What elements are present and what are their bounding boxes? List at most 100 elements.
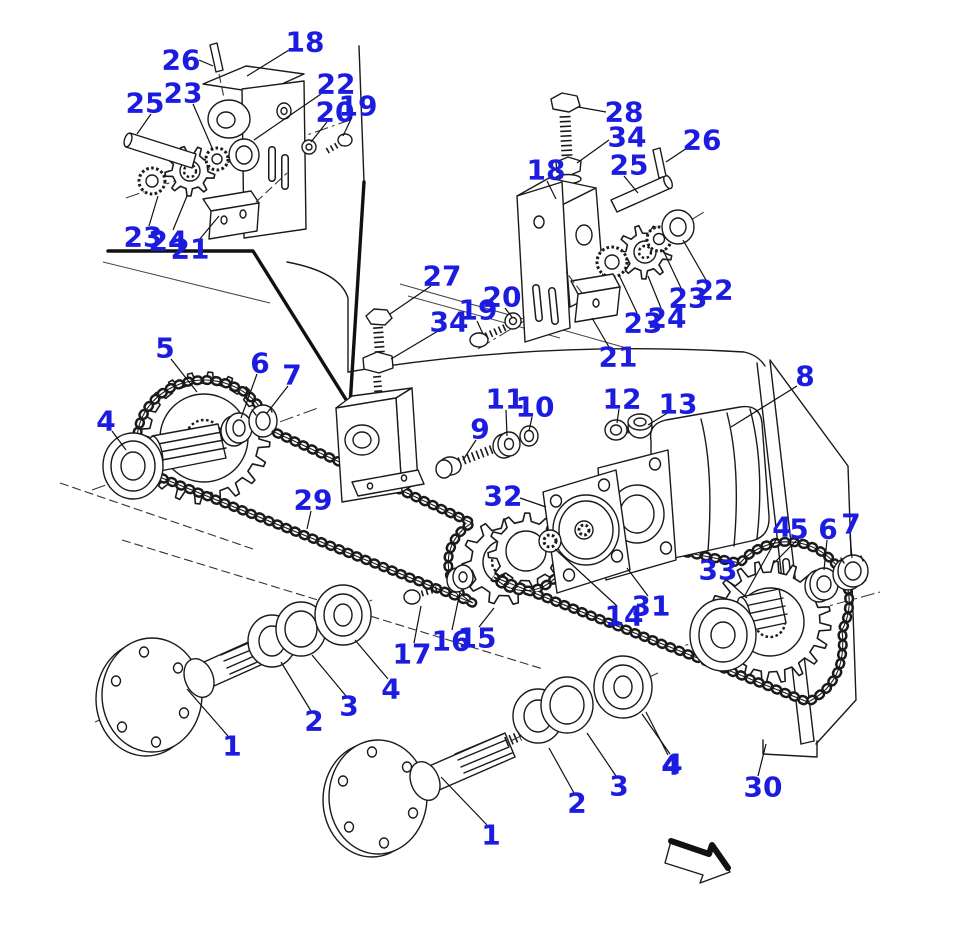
svg-text:26: 26: [162, 44, 201, 77]
plate-21: [565, 271, 621, 323]
part-label-4: 4: [641, 713, 683, 781]
svg-text:7: 7: [282, 359, 301, 392]
svg-text:24: 24: [149, 225, 188, 258]
svg-text:32: 32: [484, 480, 523, 513]
svg-text:28: 28: [605, 96, 644, 129]
pin-26: [652, 147, 667, 179]
axle-shaft-bottom-left: [95, 584, 372, 757]
axle-shaft-bottom-center: [322, 655, 653, 858]
part-label-4: 4: [354, 639, 401, 706]
svg-text:15: 15: [458, 622, 497, 655]
part-label-18: 18: [527, 154, 565, 200]
svg-text:22: 22: [317, 68, 356, 101]
pin-25: [125, 132, 197, 169]
part-label-23: 23: [618, 274, 663, 340]
svg-text:1: 1: [481, 819, 500, 852]
part-label-12: 12: [603, 383, 642, 424]
svg-text:23: 23: [124, 221, 163, 254]
svg-text:3: 3: [609, 770, 628, 803]
svg-text:10: 10: [516, 391, 555, 424]
part-label-22: 22: [253, 68, 356, 141]
svg-text:17: 17: [393, 638, 432, 671]
svg-text:9: 9: [470, 413, 489, 446]
pin-26: [209, 42, 224, 73]
plate-21: [202, 172, 288, 240]
part-label-30: 30: [744, 743, 783, 804]
svg-text:20: 20: [483, 281, 522, 314]
svg-text:25: 25: [610, 149, 649, 182]
part-label-4: 4: [743, 511, 792, 598]
svg-text:29: 29: [294, 484, 333, 517]
svg-text:31: 31: [632, 590, 671, 623]
bolt-28-head: [550, 92, 581, 113]
part-label-17: 17: [393, 605, 432, 671]
part-label-1: 1: [440, 776, 501, 852]
bearing-4-right: [689, 598, 757, 672]
nut-7-left: [248, 404, 278, 438]
part-label-24: 24: [149, 195, 188, 258]
svg-text:20: 20: [316, 96, 355, 129]
part-label-4: 4: [645, 711, 681, 782]
nut-7-right: [832, 554, 869, 591]
part-label-18: 18: [246, 26, 324, 77]
bolt-19: [484, 323, 508, 340]
bracket-18: [516, 181, 571, 343]
collar-3: [275, 601, 327, 657]
hydraulic-motor-group: [538, 405, 770, 594]
part-label-3: 3: [586, 732, 629, 803]
part-label-10: 10: [516, 391, 555, 432]
svg-text:12: 12: [603, 383, 642, 416]
bearing-4-left: [102, 432, 164, 500]
svg-text:5: 5: [789, 513, 808, 546]
svg-text:7: 7: [841, 508, 860, 541]
part-label-6: 6: [818, 513, 838, 571]
svg-text:25: 25: [126, 87, 165, 120]
svg-text:3: 3: [339, 690, 358, 723]
part-label-27: 27: [389, 260, 462, 315]
bolt-28-shank: [559, 115, 573, 158]
svg-text:22: 22: [695, 274, 734, 307]
part-label-20: 20: [310, 96, 355, 143]
bearing-4: [314, 584, 372, 646]
direction-arrow: [664, 838, 731, 884]
part-label-6: 6: [240, 347, 270, 419]
nut-34: [362, 351, 394, 374]
part-label-4: 4: [96, 405, 127, 451]
part-label-26: 26: [665, 124, 721, 163]
part-label-28: 28: [577, 96, 644, 129]
svg-text:14: 14: [605, 600, 644, 633]
part-label-11: 11: [486, 383, 524, 437]
bolt-19: [325, 140, 343, 154]
part-label-22: 22: [682, 239, 734, 307]
mounting-bracket-right-group: [469, 92, 695, 348]
svg-text:19: 19: [459, 294, 498, 327]
svg-text:23: 23: [624, 307, 663, 340]
part-label-5: 5: [773, 513, 809, 564]
parts: [95, 42, 869, 884]
washer-6-left: [220, 412, 253, 447]
svg-text:4: 4: [381, 673, 400, 706]
washer-16: [446, 564, 474, 593]
spline-shaft-14: [574, 520, 594, 540]
mounting-bracket-left-group: [123, 42, 353, 240]
right-axle-group: [689, 554, 869, 672]
svg-text:27: 27: [423, 260, 462, 293]
svg-text:21: 21: [171, 233, 210, 266]
part-label-14: 14: [554, 548, 644, 633]
svg-text:6: 6: [818, 513, 837, 546]
part-label-16: 16: [432, 591, 471, 658]
svg-text:30: 30: [744, 771, 783, 804]
svg-text:16: 16: [432, 625, 471, 658]
part-label-9: 9: [462, 413, 490, 461]
svg-text:19: 19: [339, 90, 378, 123]
part-label-23: 23: [662, 249, 707, 315]
part-label-19: 19: [459, 294, 498, 335]
part-label-8: 8: [730, 360, 815, 428]
svg-text:34: 34: [430, 306, 469, 339]
part-label-1: 1: [186, 688, 242, 763]
part-label-7: 7: [841, 508, 861, 559]
collar-3: [540, 676, 594, 734]
